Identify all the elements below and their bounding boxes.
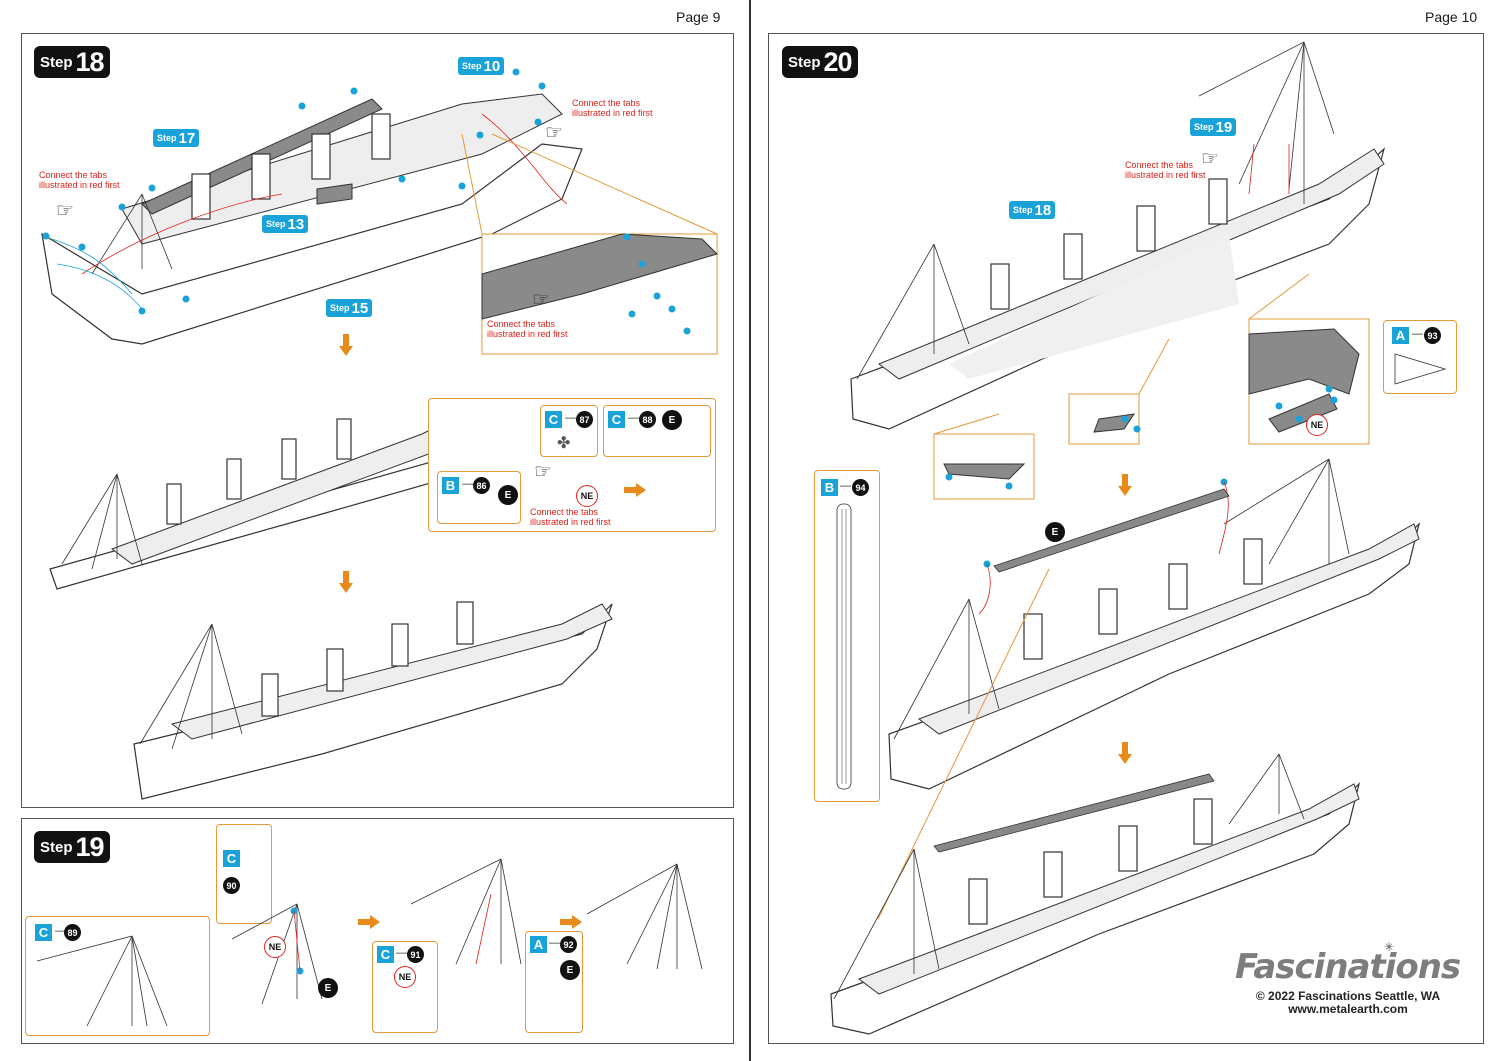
dash: — (55, 925, 66, 937)
instruction-note: Connect the tabs illustrated in red firs… (530, 507, 611, 527)
ship-assembly-bottom (133, 601, 613, 800)
sheet-letter: C (223, 850, 240, 867)
mast-assembly-c (586, 863, 703, 970)
ship-assembly-bottom (830, 753, 1361, 1035)
ship-assembly-top (850, 41, 1386, 500)
page-number: Page 10 (1425, 9, 1478, 25)
part-card: C — 87 ✤ (540, 405, 598, 457)
instruction-note: Connect the tabs illustrated in red firs… (39, 170, 120, 190)
instruction-note: Connect the tabs illustrated in red firs… (1125, 160, 1206, 180)
page-gutter (749, 0, 751, 1061)
step-badge: Step 20 (782, 46, 858, 78)
part-number: 92 (560, 936, 577, 953)
dash: — (396, 947, 407, 959)
page-right: Page 10 Step 20 (751, 0, 1500, 1061)
down-arrow-icon (1118, 742, 1132, 764)
sheet-letter: A (530, 936, 547, 953)
right-arrow-icon (624, 483, 646, 497)
part-number: 89 (64, 924, 81, 941)
down-arrow-icon (339, 571, 353, 593)
part-card-94: B — 94 (814, 470, 880, 802)
part-number: 93 (1424, 327, 1441, 344)
copyright-text: © 2022 Fascinations Seattle, WA (1255, 989, 1441, 1003)
part-card-90: C 90 (216, 824, 272, 924)
part-number: 86 (473, 477, 490, 494)
pointing-hand-icon: ☞ (56, 200, 74, 222)
sparkle-icon: ✳ (1384, 940, 1395, 954)
part-card-93: A — 93 (1383, 320, 1457, 394)
sheet-letter: C (377, 946, 394, 963)
dash: — (549, 937, 560, 949)
part-card: B — 86 E (437, 471, 521, 524)
instruction-note: Connect the tabs illustrated in red firs… (487, 319, 568, 339)
down-arrow-icon (1118, 474, 1132, 496)
part-card-91: C — 91 NE (372, 941, 438, 1033)
mast-assembly-a (231, 903, 323, 1005)
instruction-note: Connect the tabs illustrated in red firs… (572, 98, 653, 118)
mast-assembly-b (410, 858, 522, 965)
page-number: Page 9 (676, 9, 721, 25)
sheet-letter: B (821, 479, 838, 496)
website-text: www.metalearth.com (1288, 1002, 1408, 1016)
mast-part-89 (36, 935, 168, 1027)
step-19-panel: Step 19 C — 89 C 90 (21, 818, 734, 1044)
part-number: 94 (852, 479, 869, 496)
part-number: 90 (223, 877, 240, 894)
step-20-panel: Step 20 (768, 33, 1484, 1044)
sheet-letter: C (608, 411, 625, 428)
part-93-shape (1394, 353, 1447, 385)
part-card-89: C — 89 (25, 916, 210, 1036)
part-number: 88 (639, 411, 656, 428)
pointing-hand-icon: ☞ (545, 122, 563, 144)
pointing-hand-icon: ☞ (534, 461, 552, 483)
step-badge: Step 19 (34, 831, 110, 863)
step-18-panel: Step 18 (21, 33, 734, 808)
brand-logo: Fascinations (1235, 947, 1461, 987)
sheet-letter: A (1392, 327, 1409, 344)
part-94-shape (836, 503, 852, 790)
ne-badge: NE (264, 936, 286, 958)
tool-e-badge: E (498, 485, 518, 505)
sheet-letter: B (442, 477, 459, 494)
part-card-92: A — 92 E (525, 931, 583, 1033)
sheet-letter: C (35, 924, 52, 941)
ne-badge: NE (576, 485, 598, 507)
right-arrow-icon (560, 915, 582, 929)
dash: — (840, 480, 851, 492)
ship-assembly-top (41, 68, 718, 355)
propeller-icon: ✤ (557, 435, 571, 452)
down-arrow-icon (339, 334, 353, 356)
pointing-hand-icon: ☞ (532, 289, 550, 311)
ne-badge: NE (1306, 414, 1328, 436)
page-left: Page 9 Step 18 (0, 0, 749, 1061)
part-number: 87 (576, 411, 593, 428)
pointing-hand-icon: ☞ (1201, 148, 1219, 170)
right-arrow-icon (358, 915, 380, 929)
dash: — (628, 412, 639, 424)
ne-badge: NE (394, 966, 416, 988)
tool-e-badge: E (560, 960, 580, 980)
sheet-letter: C (545, 411, 562, 428)
part-number: 91 (407, 946, 424, 963)
tool-e-badge: E (318, 978, 338, 998)
tool-e-badge: E (1045, 522, 1065, 542)
dash: — (565, 412, 576, 424)
dash: — (1412, 328, 1423, 340)
dash: — (462, 478, 473, 490)
step-badge: Step 18 (34, 46, 110, 78)
ship-assembly-middle (877, 458, 1421, 920)
tool-e-badge: E (662, 410, 682, 430)
part-card: C — 88 E (603, 405, 711, 457)
